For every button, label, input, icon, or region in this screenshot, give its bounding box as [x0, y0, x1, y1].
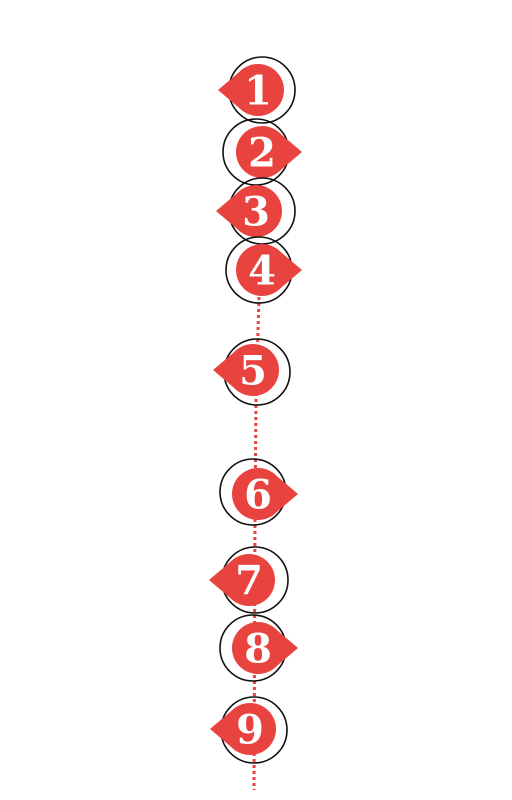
marker-disc — [236, 244, 288, 296]
timeline-connector — [252, 296, 261, 791]
timeline-marker-8: 8 — [219, 614, 298, 682]
marker-number: 2 — [248, 130, 276, 177]
marker-number: 6 — [244, 472, 272, 519]
marker-number: 3 — [242, 189, 270, 236]
marker-number: 5 — [239, 348, 267, 395]
marker-disc — [230, 185, 282, 237]
timeline-marker-6: 6 — [219, 458, 298, 526]
marker-disc — [232, 64, 284, 116]
timeline-marker-1: 1 — [218, 56, 296, 124]
marker-number: 4 — [248, 248, 276, 295]
marker-number: 8 — [244, 626, 272, 673]
timeline-marker-4: 4 — [225, 236, 302, 304]
marker-disc — [232, 622, 284, 674]
timeline-marker-5: 5 — [213, 338, 291, 406]
marker-number: 9 — [236, 707, 264, 754]
marker-number: 1 — [244, 68, 272, 115]
timeline-markers: 1 2 3 4 5 6 7 8 9 — [209, 56, 302, 764]
marker-number: 7 — [235, 558, 263, 605]
timeline-marker-7: 7 — [209, 546, 289, 614]
marker-disc — [236, 126, 288, 178]
timeline-marker-3: 3 — [216, 177, 296, 245]
marker-disc — [224, 703, 276, 755]
timeline-marker-2: 2 — [222, 118, 302, 186]
marker-disc — [223, 554, 275, 606]
marker-disc — [232, 468, 284, 520]
timeline-marker-9: 9 — [210, 696, 288, 764]
dotted-connector-line — [252, 296, 261, 791]
marker-disc — [227, 344, 279, 396]
